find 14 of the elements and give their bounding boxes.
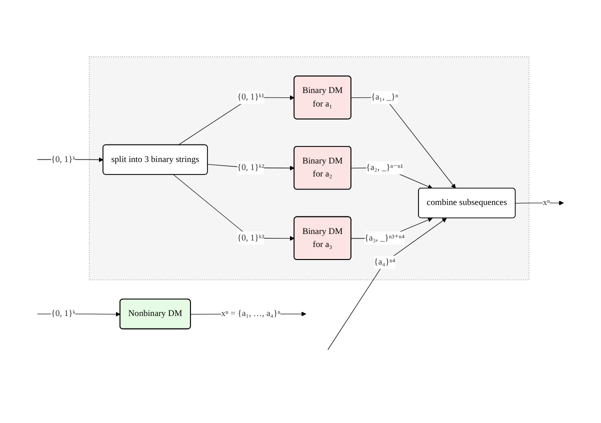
edge-label: {0, 1}ᵏ² — [237, 162, 264, 172]
edge-label: {a₂, _}ⁿ⁻ⁿ¹ — [366, 162, 404, 172]
edge-label: {a₃, _}ⁿ³⁺ⁿ⁴ — [364, 233, 405, 243]
edge-label: {0, 1}ᵏ³ — [237, 233, 264, 243]
edge-label: xⁿ — [542, 198, 550, 208]
arrow — [328, 218, 447, 350]
edge-label: {0, 1}ᵏ — [51, 309, 76, 318]
arrow — [515, 200, 564, 206]
cluster — [88, 56, 530, 280]
edge-label: {a₁, _}ⁿ — [371, 92, 398, 102]
edge-label: {0, 1}ᵏ¹ — [237, 92, 264, 102]
edge-label: {a₄}ⁿ⁴ — [374, 257, 396, 267]
edge-label: xⁿ = {a₁, …, a₄}ⁿ — [221, 309, 280, 318]
edge-label: {0, 1}ᵏ — [51, 154, 76, 164]
